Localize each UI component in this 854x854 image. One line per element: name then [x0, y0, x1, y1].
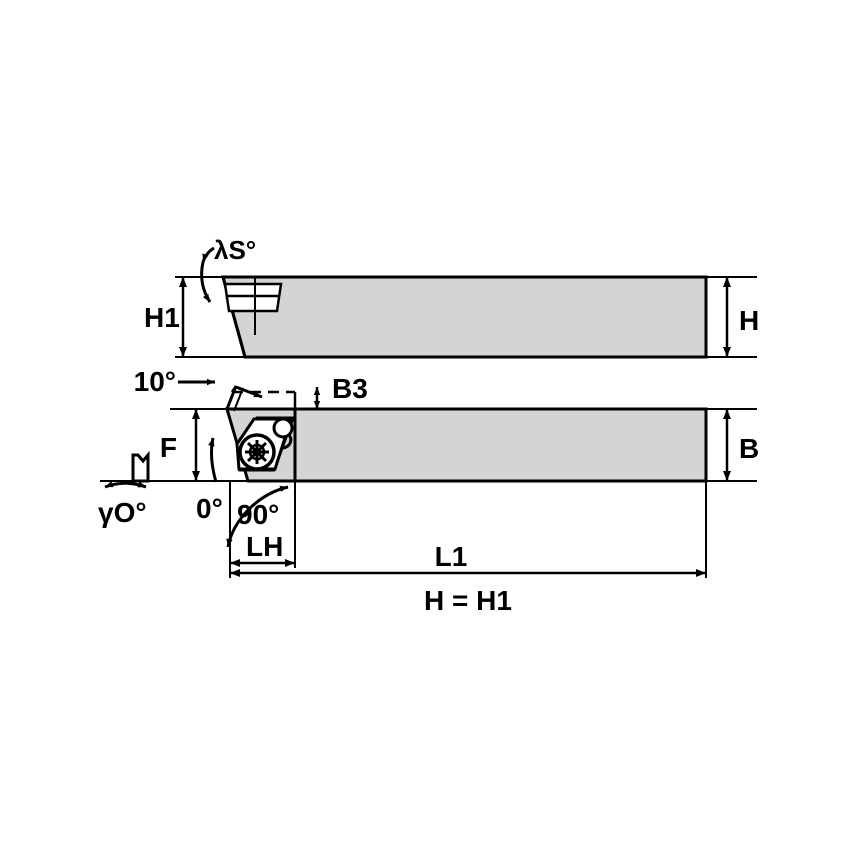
- lead-angle-label: λS°: [214, 235, 256, 265]
- torx-drive-pattern: [245, 440, 269, 464]
- side-view-shank-body: [221, 275, 708, 359]
- clearance-angle-leader: [235, 385, 263, 399]
- lead-angle-leader-upper: [201, 246, 215, 263]
- rake-angle-arc: [104, 481, 147, 489]
- clamp-lever-arm: [282, 434, 293, 450]
- lead-angle-90-label: 90°: [237, 499, 279, 530]
- b3-label: B3: [332, 373, 368, 404]
- side-view-insert-outline: [223, 282, 283, 313]
- top-view-front-edge-cap: [230, 385, 238, 393]
- lh-label: LH: [246, 531, 283, 562]
- rake-angle-symbol: [131, 450, 150, 483]
- lead-angle-leader-lower: [200, 261, 212, 303]
- h-label: H: [739, 305, 759, 336]
- torx-inner-circle: [248, 443, 266, 461]
- top-view-shank-body: [293, 407, 708, 483]
- side-view-group: λS° H1 H: [144, 235, 759, 359]
- b-label: B: [739, 433, 759, 464]
- top-view-group: 10° B3 F 0° γO° 90°: [98, 366, 759, 616]
- rake-angle-label: γO°: [98, 497, 147, 528]
- f-label: F: [160, 432, 177, 463]
- clamp-screw-head: [272, 417, 294, 439]
- h-equals-h1-note: H = H1: [424, 585, 512, 616]
- top-view-front-edge-inner: [233, 387, 244, 412]
- zero-degree-leader: [208, 437, 218, 483]
- zero-degree-label: 0°: [196, 493, 223, 524]
- l1-label: L1: [435, 541, 468, 572]
- clearance-angle-label: 10°: [134, 366, 176, 397]
- h1-label: H1: [144, 302, 180, 333]
